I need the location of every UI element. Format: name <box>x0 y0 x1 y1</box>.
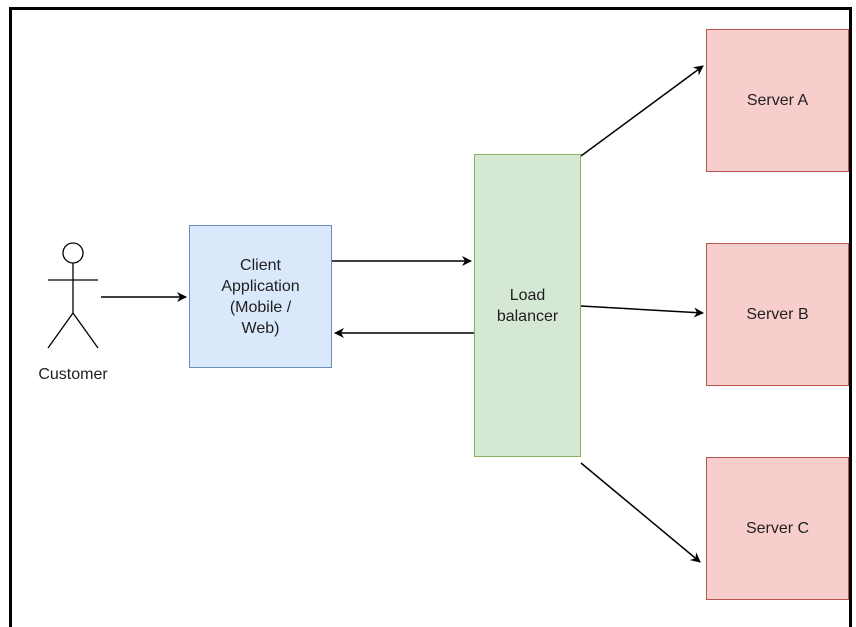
customer-label: Customer <box>38 366 108 383</box>
lb-to-server-c-arrow <box>580 462 701 563</box>
lb-to-server-a-arrow <box>580 65 704 157</box>
lb-to-server-b-arrow <box>580 305 704 318</box>
load-balancer-box[interactable]: Load balancer <box>474 154 581 457</box>
server-b-box[interactable]: Server B <box>706 243 849 386</box>
customer-actor-icon <box>47 242 99 349</box>
server-a-box[interactable]: Server A <box>706 29 849 172</box>
server-c-box[interactable]: Server C <box>706 457 849 600</box>
diagram-frame <box>9 7 852 627</box>
client-application-box[interactable]: Client Application (Mobile / Web) <box>189 225 332 368</box>
